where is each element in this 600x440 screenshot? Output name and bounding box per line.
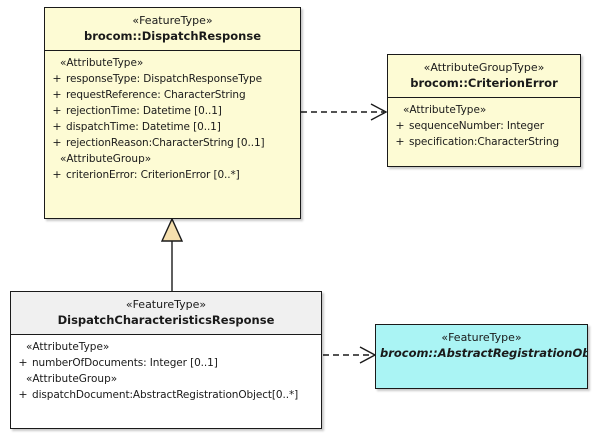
attribute-visibility: +	[52, 136, 62, 149]
attribute-row[interactable]: + requestReference: CharacterString	[48, 87, 297, 103]
class-stereotype: «FeatureType»	[441, 331, 522, 344]
compartment-group-label: «AttributeGroup»	[26, 373, 118, 385]
attribute-text: numberOfDocuments: Integer [0..1]	[32, 357, 218, 369]
attribute-row[interactable]: + numberOfDocuments: Integer [0..1]	[14, 355, 318, 371]
attribute-text: responseType: DispatchResponseType	[66, 73, 262, 85]
attribute-text: dispatchDocument:AbstractRegistrationObj…	[32, 389, 299, 401]
attribute-text: requestReference: CharacterString	[66, 89, 246, 101]
compartment-group-label: «AttributeType»	[26, 341, 110, 353]
attribute-visibility: +	[18, 356, 28, 369]
attribute-row[interactable]: + responseType: DispatchResponseType	[48, 71, 297, 87]
attribute-visibility: +	[18, 388, 28, 401]
class-header-abstract-registration-object: «FeatureType» brocom::AbstractRegistrati…	[376, 325, 587, 367]
attribute-row[interactable]: + dispatchTime: Datetime [0..1]	[48, 119, 297, 135]
class-body-dispatch-response: «AttributeType» + responseType: Dispatch…	[45, 51, 300, 188]
dependency-connector-criterion-error[interactable]	[301, 103, 388, 121]
attribute-text: sequenceNumber: Integer	[409, 120, 544, 132]
compartment-group-label: «AttributeType»	[60, 57, 144, 69]
class-name: brocom::AbstractRegistrationObject	[380, 346, 587, 360]
class-name: brocom::CriterionError	[410, 76, 558, 90]
attribute-text: rejectionTime: Datetime [0..1]	[66, 105, 222, 117]
attribute-row[interactable]: + sequenceNumber: Integer	[391, 118, 577, 134]
attribute-visibility: +	[52, 168, 62, 181]
class-body-dispatch-characteristics-response: «AttributeType» + numberOfDocuments: Int…	[11, 335, 321, 408]
attribute-visibility: +	[52, 104, 62, 117]
attribute-visibility: +	[52, 120, 62, 133]
class-stereotype: «FeatureType»	[125, 298, 207, 311]
class-box-dispatch-characteristics-response[interactable]: «FeatureType» DispatchCharacteristicsRes…	[10, 291, 322, 429]
attribute-text: rejectionReason:CharacterString [0..1]	[66, 137, 265, 149]
attribute-row[interactable]: + rejectionReason:CharacterString [0..1]	[48, 135, 297, 151]
class-header-dispatch-characteristics-response: «FeatureType» DispatchCharacteristicsRes…	[11, 292, 321, 335]
class-box-abstract-registration-object[interactable]: «FeatureType» brocom::AbstractRegistrati…	[375, 324, 588, 389]
attribute-visibility: +	[52, 88, 62, 101]
class-name: brocom::DispatchResponse	[84, 29, 261, 43]
generalization-connector[interactable]	[160, 217, 184, 291]
dependency-connector-registration-object[interactable]	[323, 346, 377, 364]
class-stereotype: «FeatureType»	[132, 14, 213, 27]
attribute-row[interactable]: + specification:CharacterString	[391, 134, 577, 150]
class-header-criterion-error: «AttributeGroupType» brocom::CriterionEr…	[388, 55, 580, 98]
attribute-row[interactable]: + rejectionTime: Datetime [0..1]	[48, 103, 297, 119]
attribute-text: specification:CharacterString	[409, 136, 560, 148]
class-name: DispatchCharacteristicsResponse	[57, 313, 275, 327]
class-box-dispatch-response[interactable]: «FeatureType» brocom::DispatchResponse «…	[44, 7, 301, 219]
compartment-group-label: «AttributeType»	[403, 104, 487, 116]
attribute-row[interactable]: + criterionError: CriterionError [0..*]	[48, 167, 297, 183]
attribute-visibility: +	[395, 119, 405, 132]
class-header-dispatch-response: «FeatureType» brocom::DispatchResponse	[45, 8, 300, 51]
attribute-text: criterionError: CriterionError [0..*]	[66, 169, 240, 181]
compartment-group-label: «AttributeGroup»	[60, 153, 152, 165]
attribute-text: dispatchTime: Datetime [0..1]	[66, 121, 221, 133]
class-stereotype: «AttributeGroupType»	[423, 61, 545, 74]
attribute-row[interactable]: + dispatchDocument:AbstractRegistrationO…	[14, 387, 318, 403]
attribute-visibility: +	[52, 72, 62, 85]
class-box-criterion-error[interactable]: «AttributeGroupType» brocom::CriterionEr…	[387, 54, 581, 167]
class-body-criterion-error: «AttributeType» + sequenceNumber: Intege…	[388, 98, 580, 155]
attribute-visibility: +	[395, 135, 405, 148]
